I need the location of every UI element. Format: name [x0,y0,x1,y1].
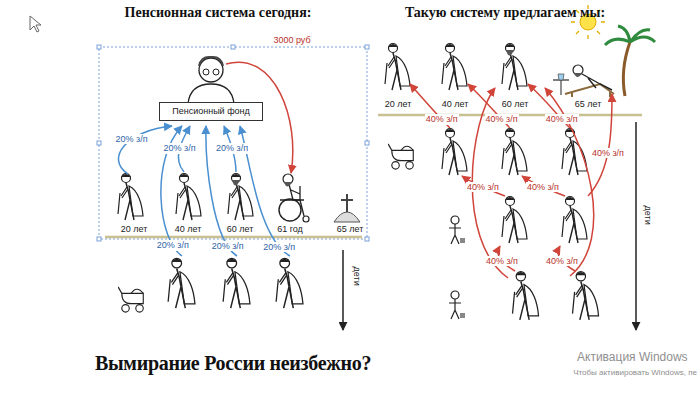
amount-label: 40% з/п [485,256,519,266]
fund-clerk-part [199,57,223,66]
cursor-icon [30,16,41,32]
fund-desk: Пенсионный фонд [159,102,263,121]
beach-retiree-part [565,84,614,97]
contribution-arrows-part [588,94,612,196]
axis-label: дети [352,266,362,285]
workers-proposed-part [449,291,465,319]
fund-clerk-part [199,58,223,82]
fund-clerk-part [188,84,234,104]
workers-today-part [118,174,143,221]
contribution-arrows [119,62,612,278]
age-label: 60 лет [502,99,529,109]
age-label: 20 лет [385,99,412,109]
age-label: 20 лет [121,224,148,234]
workers-proposed-part [502,197,527,244]
grave-cross-part [341,194,353,212]
article-heading: Вымирание России неизбежно? [95,352,371,375]
pensioner-wheelchair [279,174,309,222]
beach-retiree-part [582,74,612,90]
share-label: 20% з/п [262,242,296,252]
selection-frame-part [231,45,235,49]
workers-today-part [223,258,250,308]
pensioner-wheelchair-part [303,216,309,222]
workers-today-part [228,174,253,221]
beach-retiree-part [558,74,564,80]
pensioner-wheelchair-part [279,199,301,221]
workers-today-part [168,258,195,308]
selection-frame-part [365,141,369,145]
amount-label: 40% з/п [466,182,500,192]
beach-retiree-part [623,42,630,96]
workers-proposed-part [442,129,467,176]
selection-frame-part [365,45,369,49]
beach-retiree-part [574,73,582,77]
contribution-arrows-part [522,176,565,196]
share-label: 20% з/п [163,143,197,153]
workers-proposed-part [449,216,465,244]
pensioner-wheelchair-part [289,184,304,200]
workers-today-part [176,174,201,221]
box-label: Пенсионный фонд [172,106,250,117]
pensioner-wheelchair-part [284,182,292,187]
watermark: Чтобы активировать Windows, пе [573,368,697,377]
age-label: 40 лет [175,224,202,234]
selection-frame-part [97,237,101,241]
beach-retiree-part [605,26,655,45]
fund-clerk-part [213,69,219,75]
beach-retiree-part [553,80,569,95]
amount-label: 40% з/п [545,256,579,266]
amount-label: 3000 руб [272,35,311,45]
age-label: 65 лет [575,99,602,109]
workers-proposed-part [388,144,413,169]
share-label: 20% з/п [215,143,249,153]
selection-frame-part [99,47,367,239]
workers-proposed-part [385,44,410,91]
age-label: 60 лет [227,224,254,234]
selection-frame-part [97,45,101,49]
amount-label: 40% з/п [545,114,579,124]
workers-proposed-part [573,272,599,320]
age-label: 65 лет [337,224,364,234]
share-label: 20% з/п [156,240,190,250]
share-label: 20% з/п [211,241,245,251]
axis-label: дети [643,205,653,224]
fund-clerk-part [203,69,209,75]
amount-label: 40% з/п [591,148,625,158]
amount-label: 40% з/п [526,182,560,192]
panel-title: Пенсионная система сегодня: [125,5,312,21]
age-label: 40 лет [442,99,469,109]
selection-frame-part [365,237,369,241]
workers-proposed-part [502,44,527,91]
grave-cross-part [334,212,360,222]
workers-proposed-part [562,197,587,244]
age-label: 61 год [277,224,303,234]
selection-frame-part [97,141,101,145]
grave-cross [334,194,360,222]
panel-title: Такую систему предлагаем мы: [405,5,605,21]
workers-today-part [118,287,143,312]
selection-frame [97,45,369,241]
amount-label: 40% з/п [485,114,519,124]
contribution-arrows-part [462,176,505,196]
children-arrow [635,122,637,330]
workers-proposed-part [502,129,527,176]
watermark: Активация Windows [577,351,688,365]
workers-proposed-part [513,272,539,320]
children-arrow [342,250,344,330]
workers-proposed [385,44,599,320]
age-axis [105,236,362,239]
amount-label: 40% з/п [425,114,459,124]
workers-proposed-part [442,44,467,91]
workers-today-part [276,258,303,308]
share-label: 20% з/п [115,134,149,144]
